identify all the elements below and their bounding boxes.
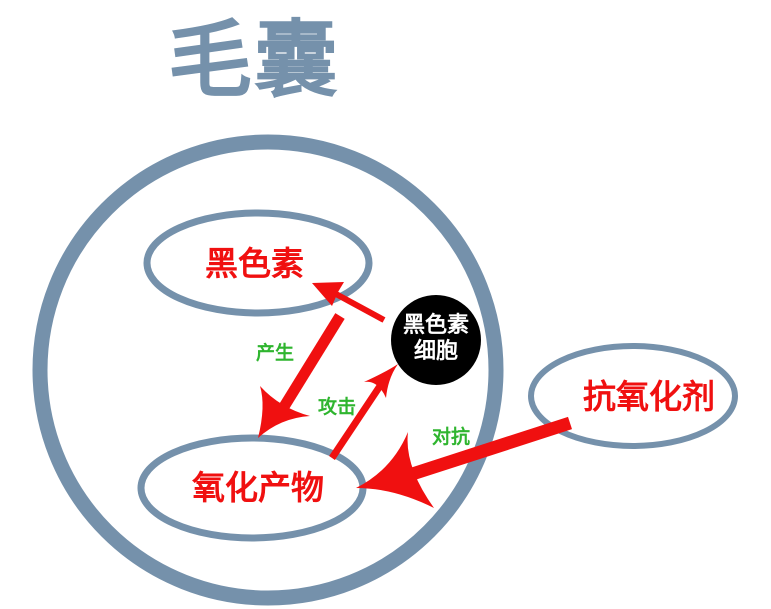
melanocyte-circle: [391, 295, 481, 385]
melanocyte-line2: 细胞: [413, 339, 458, 365]
melanin-ellipse: [143, 209, 373, 317]
arrow-produce: [258, 313, 345, 438]
node-melanin-label: 黑色素: [205, 244, 304, 283]
node-melanocyte-label: 黑色素 细胞: [393, 313, 479, 366]
node-antioxidant-label: 抗氧化剂: [583, 377, 715, 416]
edge-attack-label: 攻击: [318, 396, 357, 418]
arrow-melanocyte-to-melanin: [312, 282, 386, 323]
arrow-attack: [329, 364, 398, 460]
diagram-title: 毛囊: [168, 11, 341, 109]
edge-counter-label: 对抗: [432, 426, 471, 448]
edge-produce-label: 产生: [256, 342, 295, 364]
follicle-circle: [32, 134, 504, 606]
node-oxidation-label: 氧化产物: [192, 468, 324, 507]
antioxidant-ellipse: [528, 343, 738, 449]
arrow-counter: [356, 416, 573, 508]
melanocyte-line1: 黑色素: [402, 313, 469, 338]
